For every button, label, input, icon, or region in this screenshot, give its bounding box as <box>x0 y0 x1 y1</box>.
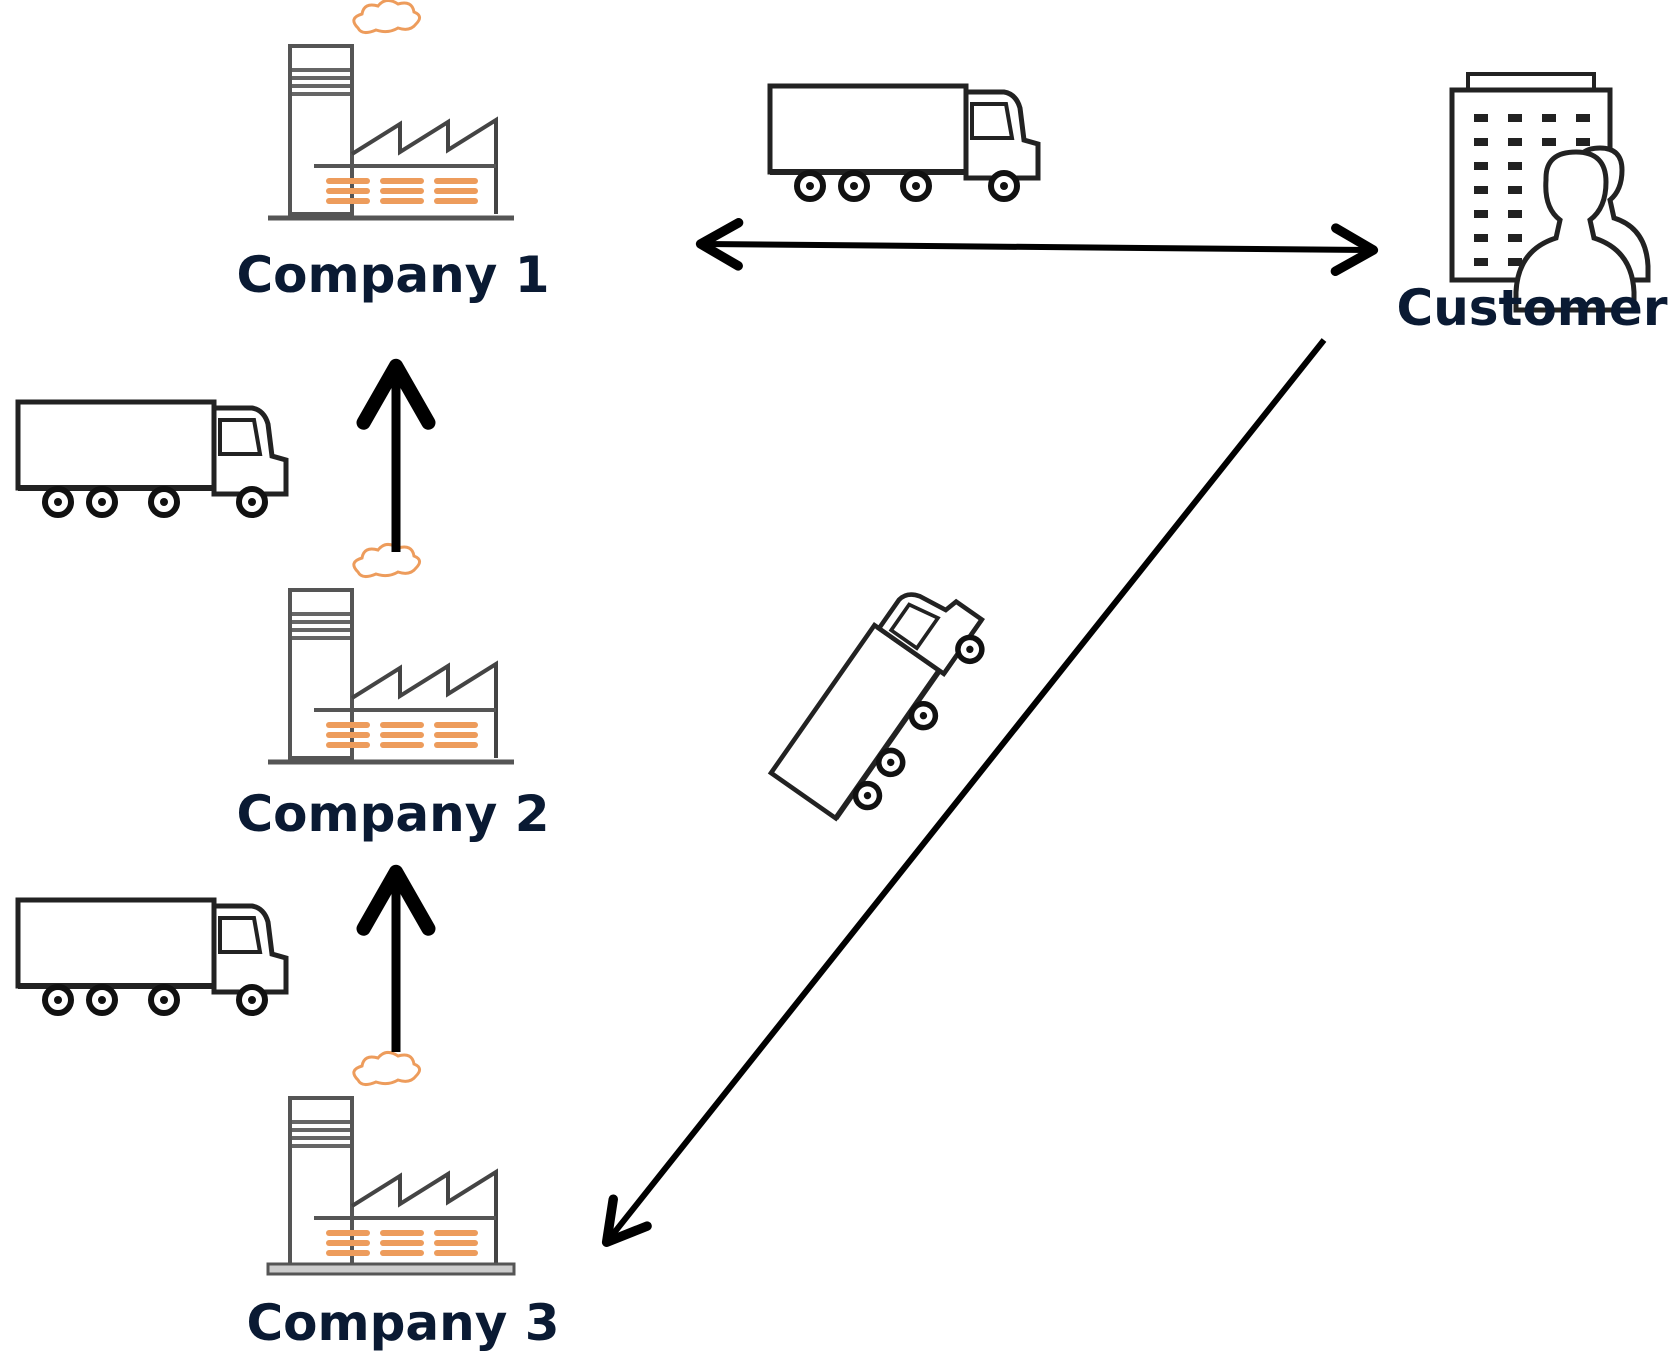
truck-top-icon <box>770 86 1038 199</box>
company-2-label: Company 2 <box>236 785 549 843</box>
customer-office-icon <box>1452 74 1648 310</box>
company-3-label: Company 3 <box>246 1294 559 1352</box>
customer-to-company3-arrow <box>601 338 1327 1247</box>
company-1-label: Company 1 <box>236 246 549 304</box>
company-1-factory-icon <box>268 0 514 218</box>
truck-middle-icon <box>18 402 286 515</box>
truck-bottom-icon <box>18 900 286 1013</box>
customer-label: Customer <box>1397 279 1668 337</box>
company1-customer-arrow <box>695 217 1379 277</box>
company-2-factory-icon <box>268 544 514 762</box>
company-3-factory-icon <box>268 1052 514 1276</box>
